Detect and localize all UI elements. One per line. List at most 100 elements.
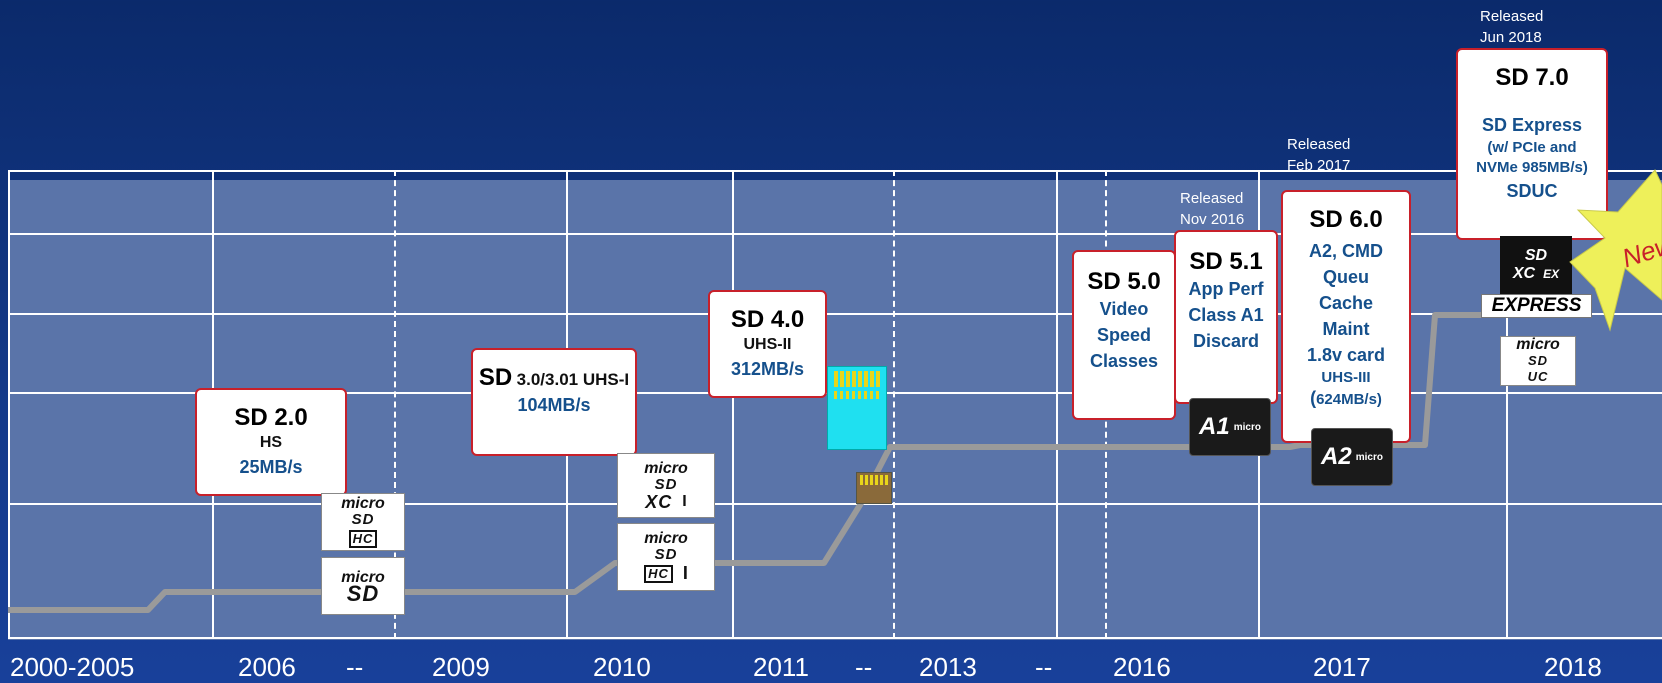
logo-micro: micro [341, 495, 385, 512]
sd40-card: SD 4.0 UHS-II 312MB/s [708, 290, 827, 398]
sd50-line: Video [1099, 299, 1149, 319]
grid-line [1506, 170, 1508, 639]
sd60-small2: (624MB/s) [1283, 388, 1409, 410]
paren: ( [1310, 388, 1317, 408]
sd60-title: SD 6.0 [1309, 206, 1383, 233]
sd51-line: Discard [1192, 331, 1260, 351]
grid-line [394, 170, 396, 639]
sd40-line2: 312MB/s [730, 359, 805, 379]
sd30-title: SD [478, 364, 513, 391]
a1-label: A1 [1199, 413, 1230, 440]
year-label: 2000-2005 [10, 652, 135, 682]
release-label: Released [1287, 136, 1351, 153]
sd50-line: Speed [1096, 325, 1152, 345]
grid-line [8, 503, 1662, 505]
logo-uhs-i: I [682, 562, 688, 583]
a2-card-logo: A2 micro [1311, 428, 1393, 486]
microsdxc-uhs1-logo: micro SD XC I [617, 453, 715, 518]
sd50-title: SD 5.0 [1087, 268, 1161, 295]
sd60-line: A2, CMD [1308, 241, 1383, 261]
sd30-line2: 104MB/s [517, 395, 591, 415]
card-contacts [834, 371, 880, 387]
year-label: 2013 [919, 652, 977, 682]
logo-hc: HC [644, 565, 673, 583]
year-label: 2017 [1313, 652, 1371, 682]
grid-line [8, 233, 1662, 235]
sd51-line: Class A1 [1188, 305, 1264, 325]
sd-card-uhs2-image [827, 366, 887, 450]
logo-ex: EX [1543, 267, 1560, 281]
sdxc-express-card-logo: SD XC EX [1500, 236, 1572, 294]
sd70-line3: NVMe 985MB/s) [1476, 159, 1588, 176]
sd60-card: SD 6.0 A2, CMD Queu Cache Maint 1.8v car… [1281, 190, 1411, 443]
sd60-line: Queu [1322, 267, 1369, 287]
logo-sd: SD [654, 545, 678, 563]
sd51-line: App Perf [1188, 279, 1264, 299]
sd60-line: Cache [1318, 293, 1374, 313]
grid-line [732, 170, 734, 639]
grid-line [1056, 170, 1058, 639]
logo-sd: SD [654, 475, 678, 493]
logo-micro: micro [1516, 336, 1560, 353]
sd70-line4: SDUC [1506, 181, 1558, 201]
logo-micro: micro [1233, 421, 1261, 433]
sd30-title-small: 3.0/3.01 UHS-I [516, 370, 630, 389]
release-label: Released [1480, 8, 1544, 25]
sd20-line1: HS [259, 434, 283, 451]
logo-micro: micro [1355, 451, 1383, 463]
sd51-release-date: Released Nov 2016 [1180, 188, 1244, 230]
sd40-title: SD 4.0 [730, 306, 805, 333]
year-separator: -- [346, 652, 364, 682]
a1-card-logo: A1 micro [1189, 398, 1271, 456]
logo-uhs-i: I [682, 492, 687, 510]
sd70-line2: (w/ PCIe and [1487, 139, 1577, 156]
grid-line [893, 170, 895, 639]
release-date: Nov 2016 [1180, 211, 1245, 228]
logo-sd: SD [351, 511, 375, 528]
logo-micro: micro [644, 529, 688, 547]
grid-line [8, 637, 1662, 639]
year-label: 2016 [1113, 652, 1171, 682]
sd30-card: SD 3.0/3.01 UHS-I 104MB/s [471, 348, 637, 456]
sd50-card: SD 5.0 Video Speed Classes [1072, 250, 1176, 420]
year-separator: -- [855, 652, 873, 682]
microsdhc-uhs1-logo: micro SD HC I [617, 523, 715, 591]
grid-line [8, 170, 10, 639]
logo-xc: XC [1512, 265, 1536, 282]
release-label: Released [1180, 190, 1244, 207]
logo-uc: UC [1527, 369, 1549, 384]
microsduc-logo: micro SD UC [1500, 336, 1576, 386]
sd20-card: SD 2.0 HS 25MB/s [195, 388, 347, 496]
year-label: 2009 [432, 652, 490, 682]
sd51-title: SD 5.1 [1189, 248, 1263, 275]
release-date: Jun 2018 [1480, 29, 1542, 46]
logo-micro: micro [341, 569, 385, 586]
logo-sd: SD [1527, 353, 1549, 368]
sd51-card: SD 5.1 App Perf Class A1 Discard [1174, 230, 1278, 404]
microsd-logo: micro SD [321, 557, 405, 615]
year-label: 2010 [593, 652, 651, 682]
release-date: Feb 2017 [1287, 157, 1351, 174]
year-label: 2011 [753, 652, 809, 682]
sd40-line1: UHS-II [743, 336, 792, 353]
microsd-uhs2-image [856, 472, 892, 504]
logo-sd: SD [346, 581, 380, 606]
card-contacts [834, 391, 880, 399]
card-contacts [860, 475, 888, 485]
a2-label: A2 [1321, 443, 1352, 470]
sd70-line1: SD Express [1481, 115, 1583, 135]
logo-xc: XC [645, 491, 673, 512]
grid-line [8, 313, 1662, 315]
sd70-card: SD 7.0 SD Express (w/ PCIe and NVMe 985M… [1456, 48, 1608, 240]
sd50-line: Classes [1089, 351, 1159, 371]
logo-sd: SD [1524, 247, 1548, 264]
express-logo: EXPRESS [1481, 294, 1592, 318]
microsdhc-logo: micro SD HC [321, 493, 405, 551]
grid-line [8, 170, 1662, 172]
logo-micro: micro [644, 459, 688, 477]
sd60-line: Maint [1322, 319, 1370, 339]
sd20-line2: 25MB/s [239, 457, 303, 477]
logo-hc: HC [348, 530, 378, 548]
